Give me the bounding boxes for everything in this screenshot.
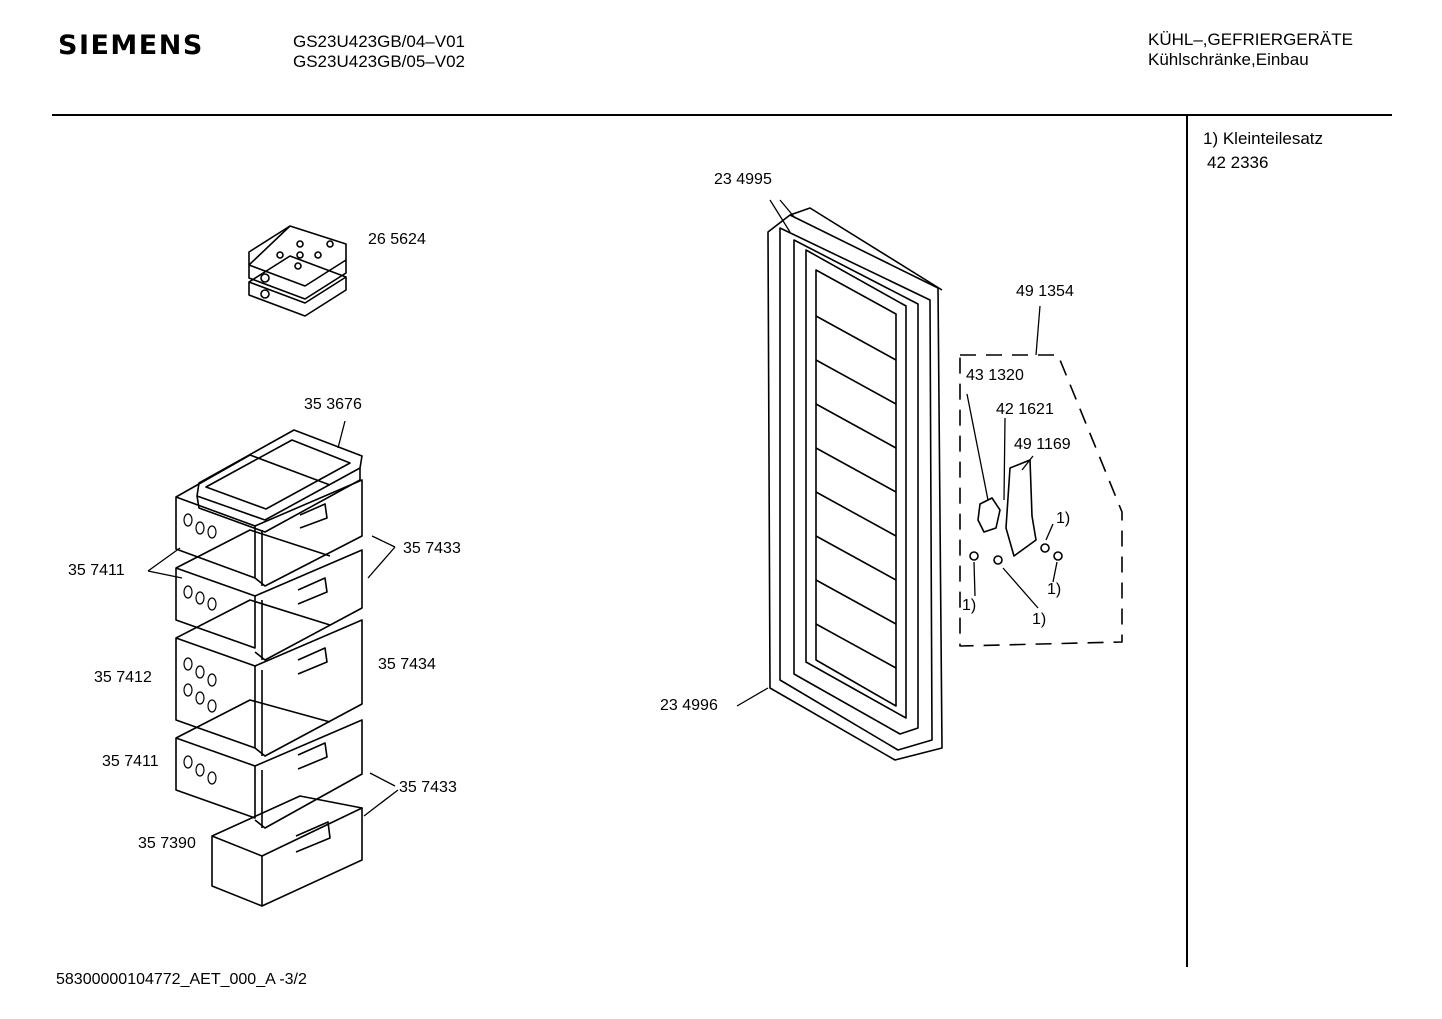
label-door-frame: 23 4996: [660, 697, 718, 714]
label-basket-lower: 35 7411: [102, 753, 159, 770]
label-basket-top: 35 7411: [68, 562, 125, 579]
hinge-kit-illustration: [959, 354, 1123, 647]
model-numbers: GS23U423GB/04–V01 GS23U423GB/05–V02: [293, 32, 465, 72]
leader-lines: [147, 199, 1058, 817]
door-illustration: [767, 207, 943, 761]
document-id: 58300000104772_AET_000_A -3/2: [56, 971, 307, 988]
siemens-logo: SIEMENS: [58, 30, 204, 61]
label-front-lower: 35 7433: [399, 779, 457, 796]
label-hinge-part-b: 42 1621: [996, 401, 1054, 418]
model-number-2: GS23U423GB/05–V02: [293, 52, 466, 71]
model-number-1: GS23U423GB/04–V01: [293, 32, 466, 51]
label-bottom-drawer: 35 7390: [138, 835, 196, 852]
category-line-1: KÜHL–,GEFRIERGERÄTE: [1148, 30, 1353, 49]
label-hinge-part-a: 43 1320: [966, 367, 1024, 384]
note-title: 1) Kleinteilesatz: [1203, 129, 1324, 148]
label-front-large: 35 7434: [378, 656, 436, 673]
label-basket-large: 35 7412: [94, 669, 152, 686]
drawer-stack-illustration: [175, 454, 363, 907]
header-divider: [52, 114, 1392, 116]
label-door-gasket: 23 4995: [714, 171, 772, 188]
side-divider: [1186, 116, 1188, 967]
label-hinge-kit: 49 1354: [1016, 283, 1074, 300]
label-tray-lid: 35 3676: [304, 396, 362, 413]
label-small-part-2: 1): [962, 597, 976, 614]
label-small-part-3: 1): [1047, 581, 1061, 598]
category-line-2: Kühlschränke,Einbau: [1148, 50, 1309, 69]
label-hinge-part-c: 49 1169: [1014, 436, 1071, 453]
label-small-part-1: 1): [1056, 510, 1070, 527]
parts-note: 1) Kleinteilesatz 42 2336: [1203, 127, 1323, 175]
ice-pack-illustration: [248, 225, 347, 317]
category-block: KÜHL–,GEFRIERGERÄTE Kühlschränke,Einbau: [1148, 30, 1353, 70]
exploded-parts-drawing: 23 4995 23 4996 26 5624 49 1354 43 1320 …: [68, 171, 1123, 907]
tray-lid-illustration: [196, 429, 363, 533]
note-code: 42 2336: [1207, 153, 1269, 172]
label-ice-pack: 26 5624: [368, 231, 426, 248]
label-front-top: 35 7433: [403, 540, 461, 557]
label-small-part-4: 1): [1032, 611, 1046, 628]
